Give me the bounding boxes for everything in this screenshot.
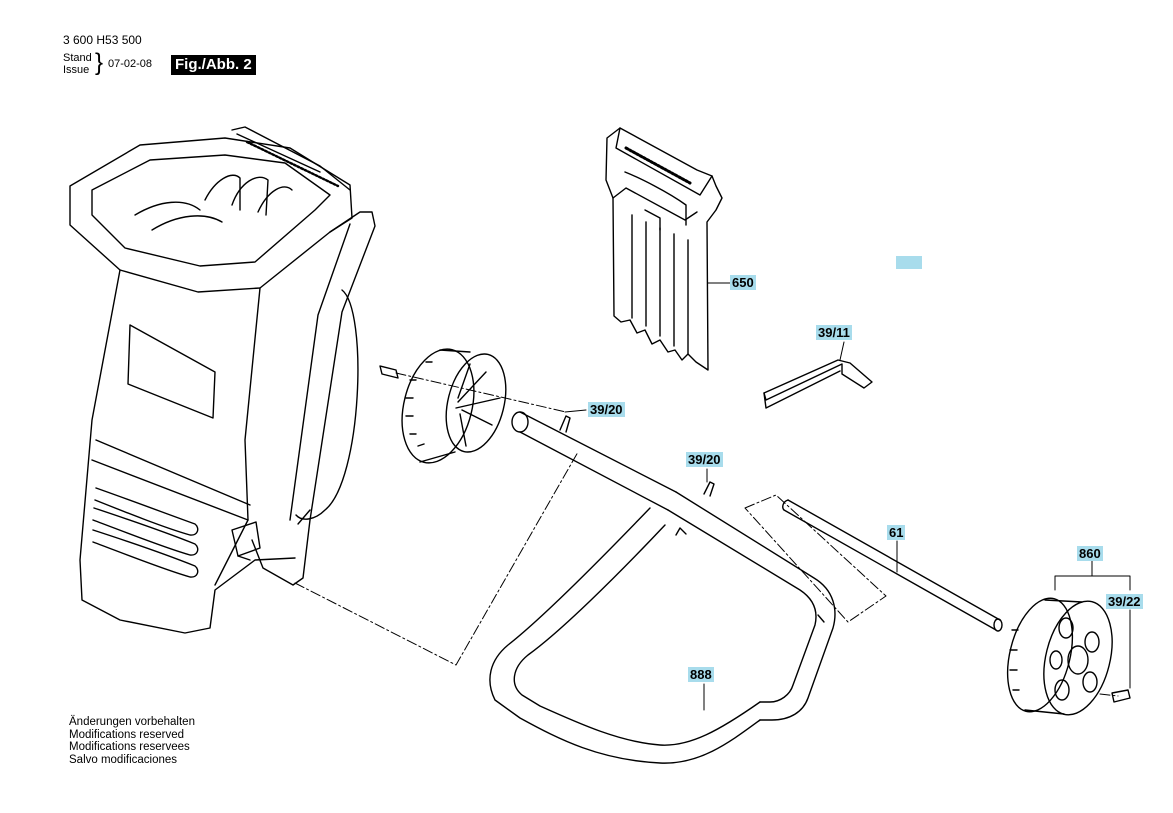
document-number: 3 600 H53 500 bbox=[63, 33, 142, 47]
frame-assembly-drawing bbox=[489, 411, 1003, 764]
note-de: Änderungen vorbehalten bbox=[69, 716, 195, 728]
callout-39-11: 39/11 bbox=[816, 325, 852, 340]
callout-860: 860 bbox=[1077, 546, 1103, 561]
callout-61: 61 bbox=[887, 525, 906, 540]
issue-date: 07-02-08 bbox=[108, 58, 153, 70]
note-fr: Modifications reservees bbox=[69, 741, 190, 753]
note-en: Modifications reserved bbox=[69, 728, 185, 741]
leader-lines bbox=[564, 282, 1131, 711]
figure-label: Fig./Abb. 2 bbox=[171, 55, 256, 75]
right-wheel-drawing bbox=[1006, 597, 1131, 716]
callout-888: 888 bbox=[688, 667, 714, 682]
brace: } bbox=[95, 49, 104, 76]
shredder-housing-drawing bbox=[69, 126, 376, 634]
hex-key-drawing bbox=[763, 359, 873, 409]
issue-label: Stand Issue bbox=[63, 52, 92, 76]
highlight-swatch bbox=[896, 256, 922, 269]
callout-650: 650 bbox=[730, 275, 756, 290]
issue-label-de: Stand bbox=[63, 52, 92, 64]
note-es: Salvo modificaciones bbox=[69, 753, 178, 766]
modification-notes: Änderungen vorbehalten Modifications res… bbox=[69, 716, 195, 766]
push-handle-drawing bbox=[605, 127, 723, 371]
issue-label-en: Issue bbox=[63, 64, 90, 76]
assembly-lines bbox=[294, 372, 1119, 697]
callout-39-20-a: 39/20 bbox=[588, 402, 625, 417]
left-wheel-drawing bbox=[379, 348, 507, 464]
callout-39-22: 39/22 bbox=[1106, 594, 1143, 609]
callout-39-20-b: 39/20 bbox=[686, 452, 723, 467]
